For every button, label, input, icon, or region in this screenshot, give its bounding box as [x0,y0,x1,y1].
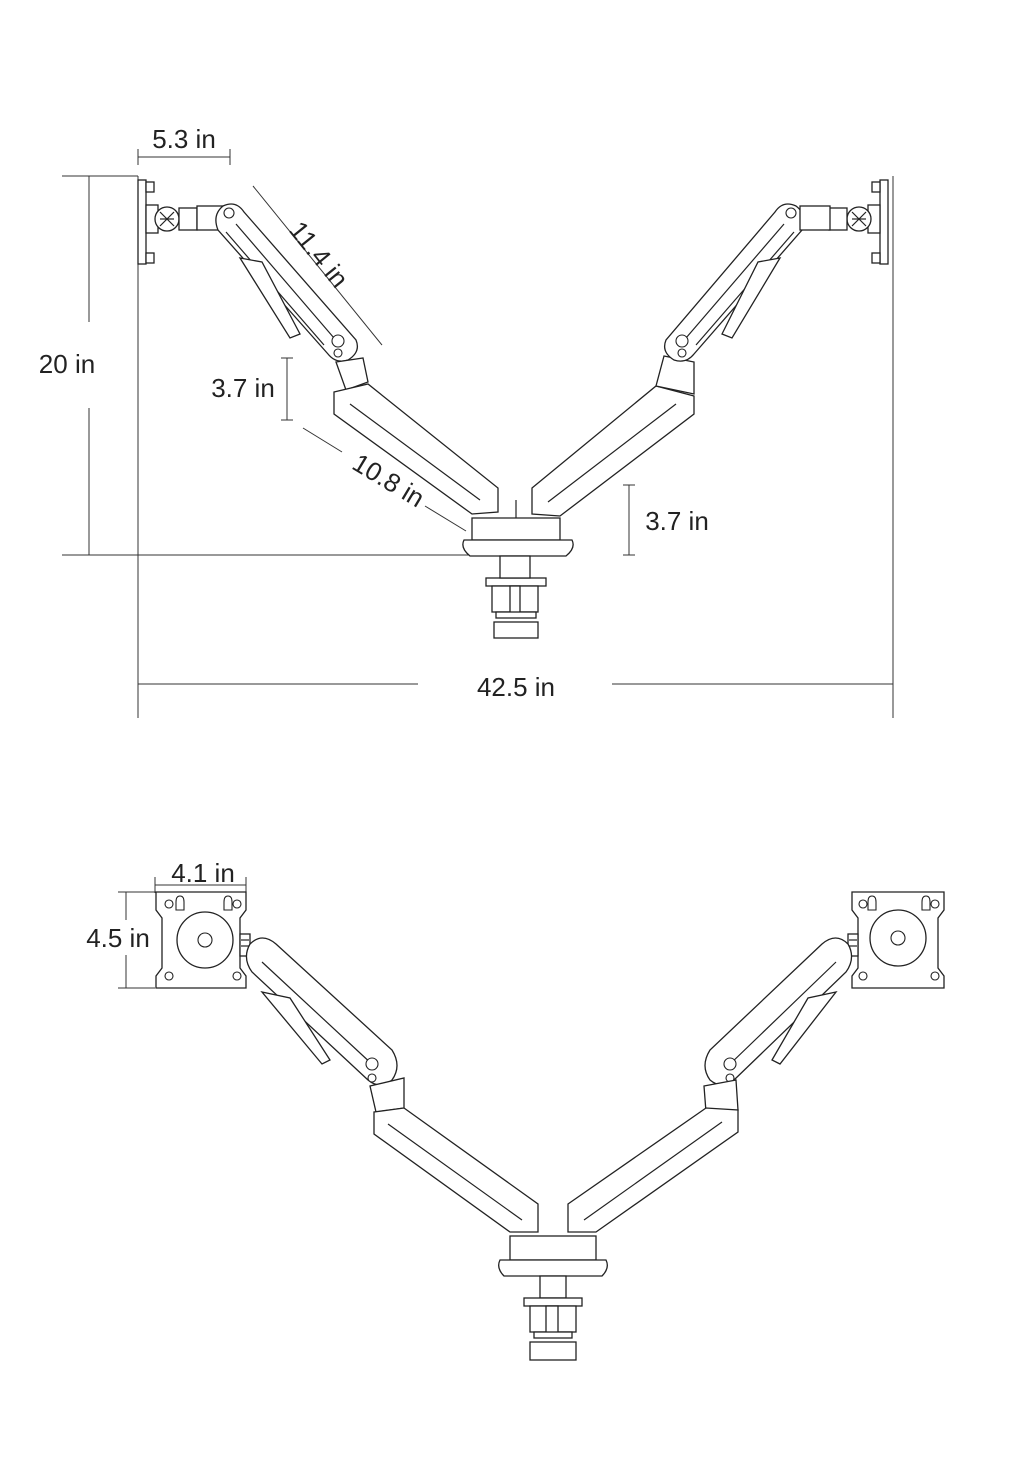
center-base-front [498,1235,608,1361]
front-view-dimension-lines [118,877,247,989]
right-upper-arm-front [704,937,853,1086]
left-upper-arm-front [245,937,398,1086]
left-lower-arm-front [369,1077,539,1233]
center-base-side [462,500,574,639]
front-view: 4.1 in 4.5 in [86,858,945,1361]
right-lower-arm-side [531,355,695,517]
left-monitor-bracket-side [137,179,228,265]
right-monitor-bracket-side [799,179,889,265]
dim-total-width: 42.5 in [477,672,555,702]
dim-height: 20 in [39,349,95,379]
left-vesa-plate [155,891,251,989]
right-vesa-plate [847,891,945,989]
right-upper-arm-side [663,203,805,362]
side-view-dimension-lines [62,149,894,718]
dim-elbow-height: 3.7 in [211,373,275,403]
dim-mount-width: 5.3 in [152,124,216,154]
left-lower-arm-side [333,357,499,515]
side-view: 5.3 in 20 in 11.4 in 3.7 in 10.8 in 3.7 … [39,124,894,718]
dim-vesa-height: 4.5 in [86,923,150,953]
right-lower-arm-front [567,1079,739,1233]
dim-base-height: 3.7 in [645,506,709,536]
dim-vesa-width: 4.1 in [171,858,235,888]
